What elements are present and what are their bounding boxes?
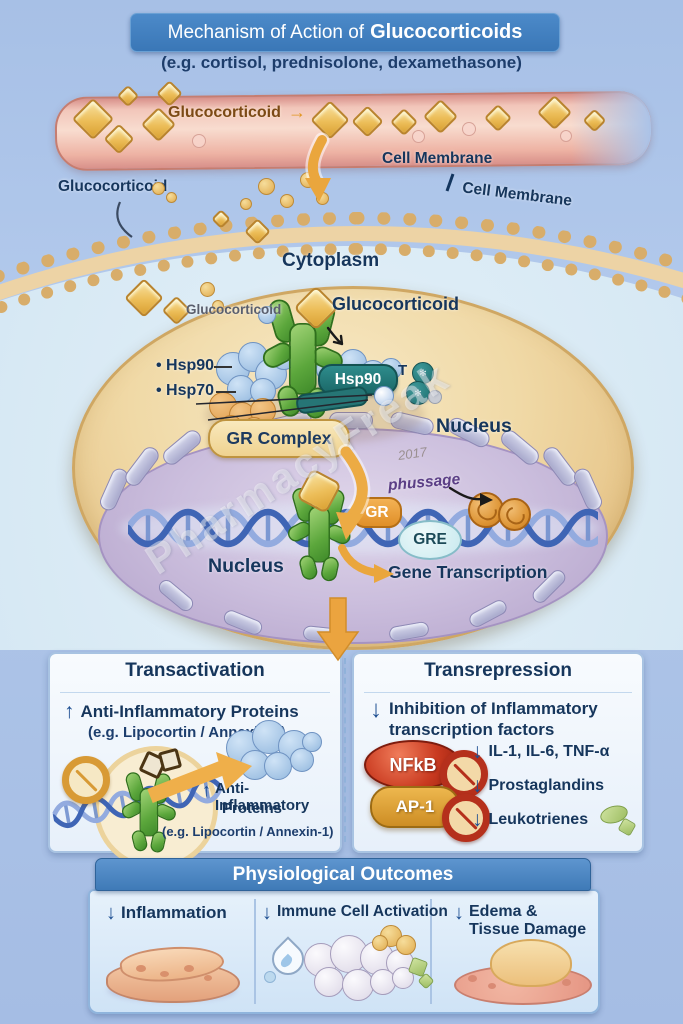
transrepression-item-cytokines: IL-1, IL-6, TNF-α [488, 743, 610, 760]
title-bold: Glucocorticoids [370, 21, 523, 43]
glucocorticoid-dot-icon [200, 282, 215, 297]
transactivation-panel: Transactivation ↑ Anti-Inflammatory Prot… [48, 652, 342, 870]
transactivation-header: Transactivation [125, 660, 265, 681]
outcome-edema-line1: Edema & [469, 903, 538, 920]
right-arrow-icon: → [288, 102, 306, 122]
glucocorticoid-dot-icon [258, 178, 275, 195]
glucocorticoid-left-label: Glucocorticoid [58, 178, 168, 195]
transactivation-line1: Anti-Inflammatory Proteins [80, 702, 299, 721]
anti-inflammatory-protein-blob [302, 732, 322, 752]
glucocorticoid-dot-icon [300, 172, 316, 188]
glucocorticoid-small-label: Glucocorticoid [186, 302, 282, 317]
blood-cell-dot [192, 134, 206, 148]
title-prefix: Mechanism of Action of [167, 21, 365, 43]
vessel-glucocorticoid-label: Glucocorticoid [168, 104, 281, 121]
prohibition-icon [442, 794, 490, 842]
transrepression-line2: transcription factors [389, 720, 555, 739]
cytoplasm-label: Cytoplasm [282, 250, 380, 271]
transrepression-item-leukotrienes: Leukotrienes [488, 811, 589, 828]
pointer-dash [216, 391, 236, 393]
outcome-immune-label: Immune Cell Activation [277, 903, 448, 920]
gr-badge: GR [352, 497, 402, 528]
transrepression-item-prostaglandins: Prostaglandins [488, 777, 605, 794]
gr-complex-badge: GR Complex [208, 419, 350, 458]
divider [364, 692, 632, 693]
down-arrow-icon: ↓ [106, 902, 116, 924]
blood-cell-dot [412, 130, 425, 143]
gre-badge: GRE [398, 520, 462, 560]
down-arrow-icon: ↓ [472, 740, 483, 763]
hsp90-bullet-label: • Hsp90 [156, 357, 215, 374]
divider [60, 692, 330, 693]
glucocorticoid-bound-dot [258, 306, 276, 324]
small-molecule-icon [428, 390, 442, 404]
down-arrow-icon: ↓ [370, 696, 382, 723]
cochaperone-icon: ✻ [406, 381, 430, 405]
prohibition-icon [62, 756, 110, 804]
release-ball-icon [374, 386, 394, 406]
transrepression-line1: Inhibition of Inflammatory [389, 699, 598, 718]
pointer-dash [214, 366, 232, 368]
cell-membrane-label-1: Cell Membrane [382, 150, 493, 167]
glucocorticoid-dot-icon [152, 182, 165, 195]
outcome-edema-label: Edema & Tissue Damage [469, 903, 586, 939]
title-banner: Mechanism of Action of Glucocorticoids [130, 13, 560, 52]
edema-tissue-illustration [454, 939, 592, 1005]
glucocorticoid-dot-icon [240, 198, 252, 210]
glucocorticoid-bold-label: Glucocorticoid [332, 294, 460, 314]
glucocorticoid-dot-icon [166, 192, 177, 203]
down-arrow-icon: ↓ [472, 808, 483, 831]
transrepression-panel: Transrepression ↓ Inhibition of Inflamma… [352, 652, 644, 853]
hsp70-bullet-label: • Hsp70 [156, 382, 215, 399]
anti-inflammatory-protein-blob [290, 748, 314, 772]
down-arrow-icon: ↓ [472, 774, 483, 797]
blood-cell-dot [462, 122, 476, 136]
nucleus-label-lower: Nucleus [208, 555, 284, 577]
blood-cell-dot [560, 130, 572, 142]
transactivation-inner2: Proteins [222, 800, 283, 817]
subtitle: (e.g. cortisol, prednisolone, dexamethas… [161, 53, 522, 72]
glucocorticoid-dot-icon [212, 300, 224, 312]
column-divider [430, 899, 432, 1004]
gr-receptor-panel [119, 770, 179, 854]
column-divider [254, 899, 256, 1004]
panel-divider-dashed [344, 658, 346, 842]
t-label: T [398, 362, 408, 379]
anti-inflammatory-protein-blob [264, 752, 292, 780]
down-arrow-icon: ↓ [454, 902, 464, 924]
outcomes-panel: ↓ Inflammation ↓ Immune Cell Activation … [88, 889, 600, 1014]
inflamed-tissue-illustration [102, 939, 242, 1003]
transactivation-inner-sub: (e.g. Lipocortin / Annexin-1) [162, 824, 334, 839]
up-arrow-icon: ↑ [202, 780, 211, 800]
transrepression-header: Transrepression [424, 660, 572, 681]
down-arrow-icon: ↓ [262, 902, 272, 924]
glucocorticoid-dot-icon [280, 194, 294, 208]
outcome-edema-line2: Tissue Damage [469, 921, 587, 938]
immune-cells-illustration [262, 925, 435, 1007]
nucleus-label-upper: Nucleus [436, 415, 512, 437]
outcome-inflammation-label: Inflammation [121, 903, 227, 922]
gene-transcription-label: Gene Transcription [388, 562, 548, 582]
up-arrow-icon: ↑ [64, 700, 75, 723]
glucocorticoid-dot-icon [316, 192, 329, 205]
physiological-outcomes-banner: Physiological Outcomes [95, 858, 591, 891]
mrna-circle-icon [498, 498, 531, 531]
